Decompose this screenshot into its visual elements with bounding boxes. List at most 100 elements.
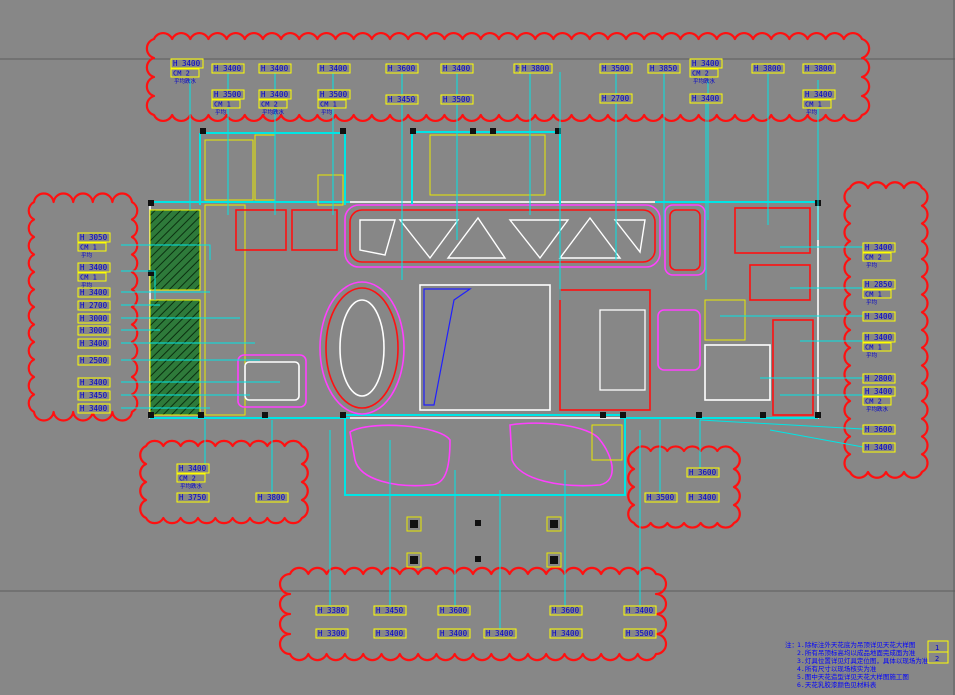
elevation-label: H 3400: [443, 64, 471, 73]
elevation-tag: H 3400: [862, 442, 896, 453]
elevation-label: H 3800: [258, 493, 286, 502]
elevation-label: H 3380: [318, 606, 346, 615]
elevation-tag: H 3750: [176, 492, 210, 503]
revision-clouds: [27, 32, 929, 662]
elevation-tag: H 2500: [77, 355, 111, 366]
revision-cloud: [627, 445, 741, 529]
notes-header: 注：: [785, 640, 798, 649]
ceiling-type-label: 乎均: [81, 251, 93, 259]
elevation-tag: H 3400: [211, 63, 245, 74]
elevation-tag: H 3400: [373, 628, 407, 639]
ceiling-material-label: CM 1: [80, 274, 97, 282]
elevation-tag: H 3400: [549, 628, 583, 639]
elevation-tag: H 3000: [77, 325, 111, 336]
elevation-tag: H 3450: [77, 390, 111, 401]
ceiling-type-label: 乎均: [806, 108, 818, 116]
elevation-label: H 3450: [388, 95, 416, 104]
elevation-label: H 3400: [80, 339, 108, 348]
elevation-tag: H 3400 CM 1乎均: [77, 262, 111, 289]
elevation-label: H 3400: [692, 59, 720, 68]
elevation-tag: H 3300: [315, 628, 349, 639]
elevation-tag: H 3400: [77, 287, 111, 298]
elevation-label: H 3400: [173, 59, 201, 68]
ceiling-material-label: CM 1: [865, 344, 882, 352]
elevation-label: H 3400: [80, 378, 108, 387]
elevation-label: H 3800: [805, 64, 833, 73]
ceiling-type-label: 乎均跌水: [866, 405, 889, 413]
elevation-tag: H 3600: [686, 467, 720, 478]
legend-item-2: 2: [935, 655, 939, 663]
note-line-2: 2.所有吊顶标高均以成品地面完成面为准: [797, 648, 916, 657]
elevation-tag: H 3000: [77, 313, 111, 324]
note-line-6: 6.天花乳胶漆颜色见材料表: [797, 680, 877, 689]
elevation-tag: H 3500: [599, 63, 633, 74]
elevation-label: H 3300: [318, 629, 346, 638]
elevation-label: H 3500: [647, 493, 675, 502]
elevation-label: H 3400: [214, 64, 242, 73]
ceiling-material-label: CM 1: [80, 244, 97, 252]
elevation-tag: H 3400: [77, 377, 111, 388]
note-line-3: 3.灯具位置详见灯具定位图，具体以现场为准: [797, 656, 929, 665]
elevation-tag: H 2800: [862, 373, 896, 384]
general-notes: 注： 1.除标注外天花底为吊顶详见天花大样图 2.所有吊顶标高均以成品地面完成面…: [785, 640, 949, 689]
elevation-label: H 3400: [261, 64, 289, 73]
elevation-tag: H 3400: [689, 93, 723, 104]
ceiling-type-label: 乎均: [81, 281, 93, 289]
elevation-label: H 2700: [80, 301, 108, 310]
elevation-label: H 3800: [754, 64, 782, 73]
elevation-label: H 3400: [692, 94, 720, 103]
elevation-label: H 3450: [376, 606, 404, 615]
elevation-label: H 3500: [214, 90, 242, 99]
ceiling-material-label: CM 2: [179, 475, 196, 483]
elevation-tag: H 3800: [751, 63, 785, 74]
elevation-label: H 2500: [80, 356, 108, 365]
leader-lines: [121, 72, 864, 629]
ceiling-type-label: 乎均跌水: [693, 77, 716, 85]
elevation-label: H 3400: [80, 288, 108, 297]
elevation-tag: H 3400: [77, 403, 111, 414]
elevation-label: H 3500: [602, 64, 630, 73]
elevation-tag: H 3400: [437, 628, 471, 639]
elevation-label: H 3600: [865, 425, 893, 434]
elevation-label: H 3600: [552, 606, 580, 615]
elevation-tag: H 3400: [483, 628, 517, 639]
elevation-label: H 3400: [626, 606, 654, 615]
elevation-tag: H 2700: [77, 300, 111, 311]
note-line-5: 5.图中天花造型详见天花大样图施工图: [797, 672, 909, 681]
ceiling-type-label: 乎均: [866, 261, 878, 269]
ceiling-type-label: 乎均跌水: [180, 482, 203, 490]
ceiling-material-label: CM 1: [865, 291, 882, 299]
elevation-label: H 3850: [650, 64, 678, 73]
elevation-label: H 3600: [440, 606, 468, 615]
ceiling-material-label: CM 2: [261, 101, 278, 109]
elevation-label: H 3000: [80, 326, 108, 335]
elevation-tag: H 3400: [623, 605, 657, 616]
elevation-label: H 3400: [689, 493, 717, 502]
ceiling-type-label: 乎均: [215, 108, 227, 116]
legend-item-1: 1: [935, 644, 939, 652]
elevation-tag: H 3600: [437, 605, 471, 616]
elevation-tag: H 3400: [440, 63, 474, 74]
elevation-label: H 3400: [80, 263, 108, 272]
elevation-label: H 3400: [865, 387, 893, 396]
elevation-tag: H 3400: [77, 338, 111, 349]
elevation-label: H 2700: [602, 94, 630, 103]
revision-cloud: [27, 192, 139, 422]
elevation-label: H 3400: [376, 629, 404, 638]
building-outline: [148, 128, 821, 568]
elevation-tag: H 3600: [385, 63, 419, 74]
elevation-label: H 3400: [261, 90, 289, 99]
ceiling-material-label: CM 2: [692, 70, 709, 78]
elevation-label: H 3450: [80, 391, 108, 400]
elevation-label: H 3600: [689, 468, 717, 477]
elevation-tag: H 3500: [644, 492, 678, 503]
note-line-4: 4.所有尺寸以现场核实为准: [797, 664, 877, 673]
elevation-label: H 3600: [388, 64, 416, 73]
ceiling-material-label: CM 1: [320, 101, 337, 109]
